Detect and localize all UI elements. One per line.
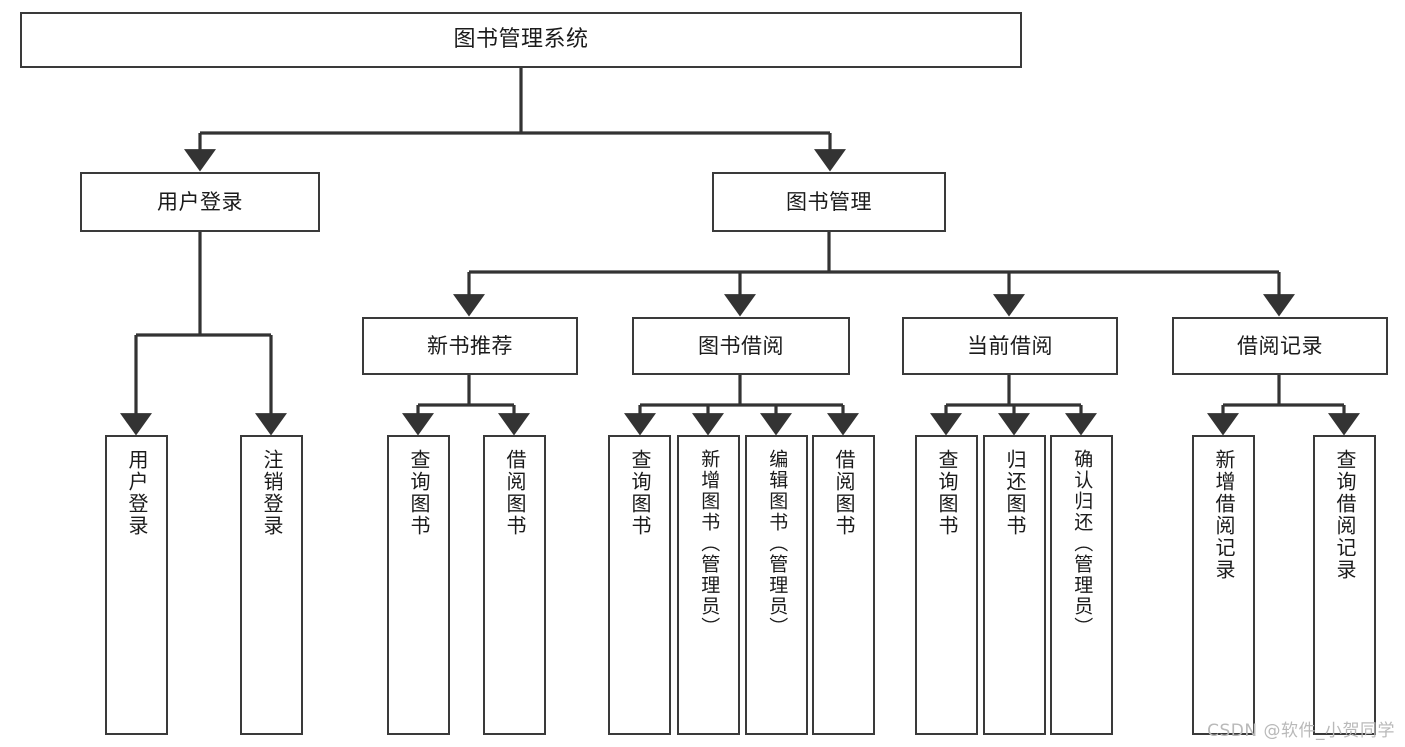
node-leaf-query-book-2[interactable]: 查询图书	[608, 435, 671, 735]
node-book-manage[interactable]: 图书管理	[712, 172, 946, 232]
node-user-login[interactable]: 用户登录	[80, 172, 320, 232]
node-leaf-return-book[interactable]: 归还图书	[983, 435, 1046, 735]
node-user-login-label: 用户登录	[157, 189, 243, 214]
node-leaf-query-record-label: 查询借阅记录	[1333, 449, 1357, 581]
node-leaf-user-login-label: 用户登录	[125, 449, 149, 537]
node-leaf-borrow-book-1-label: 借阅图书	[503, 449, 527, 537]
node-leaf-add-book[interactable]: 新增图书（管理员）	[677, 435, 740, 735]
node-leaf-user-logout[interactable]: 注销登录	[240, 435, 303, 735]
node-leaf-edit-book[interactable]: 编辑图书（管理员）	[745, 435, 808, 735]
node-current-borrow[interactable]: 当前借阅	[902, 317, 1118, 375]
node-leaf-edit-book-label: 编辑图书（管理员）	[766, 449, 789, 638]
node-leaf-user-logout-label: 注销登录	[260, 449, 284, 537]
node-leaf-add-record-label: 新增借阅记录	[1212, 449, 1236, 581]
node-borrow-record[interactable]: 借阅记录	[1172, 317, 1388, 375]
node-book-borrow-label: 图书借阅	[698, 333, 784, 358]
node-leaf-query-book-1[interactable]: 查询图书	[387, 435, 450, 735]
node-new-book-recommend-label: 新书推荐	[427, 333, 513, 358]
node-leaf-add-book-label: 新增图书（管理员）	[698, 449, 721, 638]
node-leaf-add-record[interactable]: 新增借阅记录	[1192, 435, 1255, 735]
node-leaf-query-record[interactable]: 查询借阅记录	[1313, 435, 1376, 735]
node-root-system[interactable]: 图书管理系统	[20, 12, 1022, 68]
node-book-borrow[interactable]: 图书借阅	[632, 317, 850, 375]
node-leaf-query-book-2-label: 查询图书	[628, 449, 652, 537]
node-leaf-borrow-book-2[interactable]: 借阅图书	[812, 435, 875, 735]
node-current-borrow-label: 当前借阅	[967, 333, 1053, 358]
csdn-watermark: CSDN @软件_小贺同学	[1207, 721, 1395, 741]
node-leaf-confirm-return[interactable]: 确认归还（管理员）	[1050, 435, 1113, 735]
node-leaf-query-book-3[interactable]: 查询图书	[915, 435, 978, 735]
node-leaf-user-login[interactable]: 用户登录	[105, 435, 168, 735]
node-leaf-borrow-book-1[interactable]: 借阅图书	[483, 435, 546, 735]
node-leaf-return-book-label: 归还图书	[1003, 449, 1027, 537]
node-leaf-borrow-book-2-label: 借阅图书	[832, 449, 856, 537]
node-leaf-query-book-3-label: 查询图书	[935, 449, 959, 537]
node-borrow-record-label: 借阅记录	[1237, 333, 1323, 358]
node-leaf-query-book-1-label: 查询图书	[407, 449, 431, 537]
node-leaf-confirm-return-label: 确认归还（管理员）	[1071, 449, 1094, 638]
node-root-system-label: 图书管理系统	[453, 27, 589, 53]
node-book-manage-label: 图书管理	[786, 189, 872, 214]
node-new-book-recommend[interactable]: 新书推荐	[362, 317, 578, 375]
